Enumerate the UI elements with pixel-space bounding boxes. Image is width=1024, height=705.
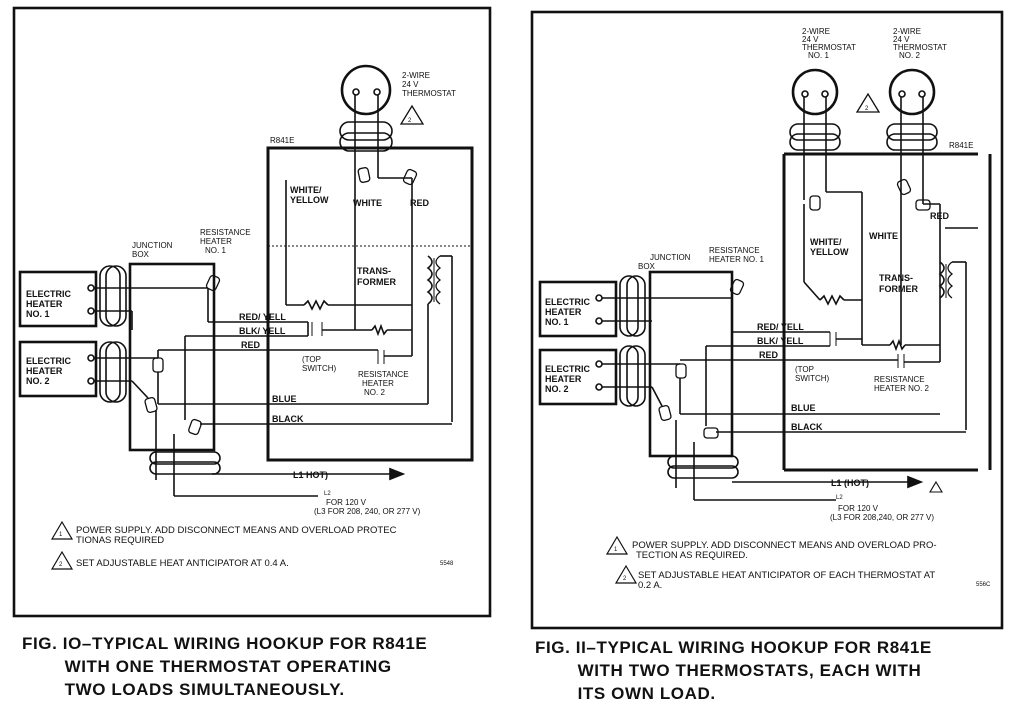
thermostat-2-icon (886, 68, 938, 204)
transformer-icon (938, 261, 945, 299)
white-label: WHITE (869, 231, 898, 241)
wire-nut-icon (658, 178, 931, 439)
note1-text: POWER SUPPLY. ADD DISCONNECT MEANS AND O… (76, 525, 399, 546)
note2-ref-number: 2 (408, 118, 412, 124)
wire-blue-label: BLUE (791, 403, 816, 413)
resistance-heater-2-label: RESISTANCE HEATER NO. 2 (358, 370, 411, 397)
note2-symbol-icon (50, 550, 74, 570)
l1-hot-label: L1 (HOT) (831, 478, 869, 488)
thermostat-2-label: 2-WIRE 24 V THERMOSTAT NO. 2 (893, 27, 949, 60)
caption-line: ITS OWN LOAD. (535, 684, 716, 703)
top-switch-label: (TOP SWITCH) (795, 365, 830, 383)
thermostat-1-label: 2-WIRE 24 V THERMOSTAT NO. 1 (802, 27, 858, 60)
r841e-housing (266, 146, 474, 462)
device-label: R841E (270, 136, 294, 145)
wire-red-yell-label: RED/ YELL (239, 312, 286, 322)
note2-symbol-icon (855, 92, 881, 113)
junction-box (128, 262, 216, 452)
figure-11-frame (530, 10, 1004, 630)
electric-heater-2 (18, 340, 98, 398)
wire-blue-label: BLUE (272, 394, 297, 404)
thermostat-icon (339, 64, 393, 178)
figure-10-frame (12, 6, 492, 618)
junction-box-label: JUNCTION BOX (132, 241, 175, 259)
figure-code: 556C (976, 582, 991, 588)
note1-symbol-icon (929, 480, 943, 493)
transformer-label: TRANS- FORMER (357, 266, 396, 287)
transformer-icon (426, 255, 433, 305)
resistance-heater-2-label: RESISTANCE HEATER NO. 2 (874, 375, 930, 393)
resistance-heater-2-icon (371, 323, 388, 337)
note1-ref-number: 1 (59, 532, 63, 538)
caption-line: FIG. II–TYPICAL WIRING HOOKUP FOR R841E (535, 638, 932, 657)
white-label: WHITE (353, 198, 382, 208)
caption-line: FIG. IO–TYPICAL WIRING HOOKUP FOR R841E (22, 634, 428, 653)
note1-ref-number: 1 (614, 547, 618, 553)
figure-11-caption: FIG. II–TYPICAL WIRING HOOKUP FOR R841E … (535, 636, 932, 705)
figure-code: 5548 (440, 561, 454, 567)
heater-2-label: ELECTRIC HEATER NO. 2 (26, 356, 74, 386)
figure-10-labels: 2-WIRE 24 V THERMOSTAT 2 R841E WHITE/ YE… (26, 71, 456, 570)
figure-10-caption: FIG. IO–TYPICAL WIRING HOOKUP FOR R841E … (22, 632, 427, 701)
thermostat-1-icon (789, 68, 841, 200)
caption-line: TWO LOADS SIMULTANEOUSLY. (22, 680, 345, 699)
figure-11 (530, 10, 1004, 630)
note1-symbol-icon (605, 535, 629, 555)
red-label: RED (930, 211, 950, 221)
thermostat-label: 2-WIRE 24 V THERMOSTAT (402, 71, 456, 98)
note1-text: POWER SUPPLY. ADD DISCONNECT MEANS AND O… (632, 540, 939, 561)
electric-heater-1 (538, 280, 618, 338)
note2-ref-number: 2 (59, 562, 63, 568)
heater-2-label: ELECTRIC HEATER NO. 2 (545, 364, 593, 394)
wire-red-label: RED (241, 340, 261, 350)
figure-10 (12, 6, 492, 618)
transformer-label: TRANS- FORMER (879, 273, 918, 294)
heater-1-label: ELECTRIC HEATER NO. 1 (26, 289, 74, 319)
note2-text: SET ADJUSTABLE HEAT ANTICIPATOR OF EACH … (638, 570, 938, 591)
caption-line: WITH TWO THERMOSTATS, EACH WITH (535, 661, 922, 680)
note2-symbol-icon (614, 564, 638, 584)
supply-label: FOR 120 V (L3 FOR 208,240, OR 277 V) (830, 504, 934, 522)
note2-symbol-icon (399, 104, 425, 125)
supply-label: FOR 120 V (L3 FOR 208, 240, OR 277 V) (314, 498, 421, 516)
white-yellow-label: WHITE/ YELLOW (810, 237, 849, 257)
resistance-heater-1-label: RESISTANCE HEATER NO. 1 (200, 228, 253, 255)
note1-symbol-icon (50, 520, 74, 540)
wire-red-label: RED (759, 350, 779, 360)
l1-hot-label: L1 HOT) (293, 470, 328, 480)
wire-blk-yell-label: BLK/ YELL (239, 326, 286, 336)
l2-label: L2 (836, 495, 843, 501)
figure-11-labels: 2-WIRE 24 V THERMOSTAT NO. 1 2-WIRE 24 V… (545, 27, 991, 591)
resistance-heater-2-icon (889, 338, 906, 352)
resistance-heater-1-icon (303, 299, 329, 311)
note2-text: SET ADJUSTABLE HEAT ANTICIPATOR AT 0.4 A… (76, 558, 289, 569)
wire-blk-yell-label: BLK/ YELL (757, 336, 804, 346)
electric-heater-2 (538, 348, 618, 406)
white-yellow-label: WHITE/ YELLOW (290, 185, 329, 205)
resistance-heater-1-icon (819, 294, 845, 306)
caption-line: WITH ONE THERMOSTAT OPERATING (22, 657, 392, 676)
device-label: R841E (949, 141, 973, 150)
heater-1-label: ELECTRIC HEATER NO. 1 (545, 297, 593, 327)
red-label: RED (410, 198, 430, 208)
top-switch-label: (TOP SWITCH) (302, 355, 337, 373)
resistance-heater-1-label: RESISTANCE HEATER NO. 1 (709, 246, 765, 264)
wire-black-label: BLACK (791, 422, 823, 432)
wire-black-label: BLACK (272, 414, 304, 424)
l2-label: L2 (324, 491, 331, 497)
electric-heater-1 (18, 270, 98, 328)
note2-ref-number: 2 (865, 106, 869, 112)
note2-ref-number: 2 (623, 576, 627, 582)
junction-box-label: JUNCTION BOX (638, 253, 693, 271)
wire-red-yell-label: RED/ YELL (757, 322, 804, 332)
